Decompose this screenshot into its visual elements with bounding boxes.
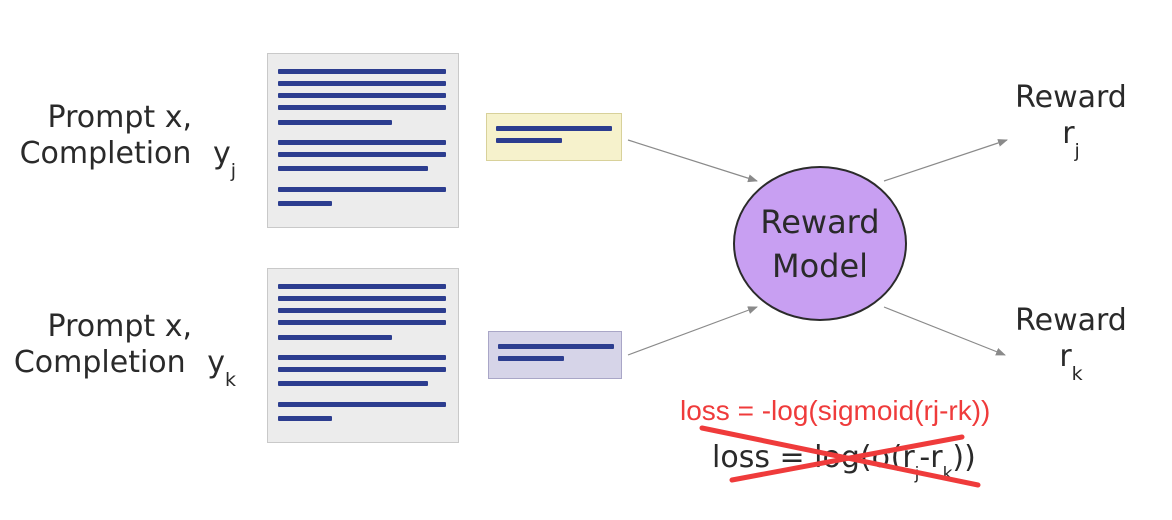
text-line (278, 201, 332, 206)
reward-model-line1: Reward (760, 202, 880, 241)
completion-chip-k (488, 331, 622, 379)
text-line (278, 296, 446, 301)
text-line (278, 166, 428, 171)
completion-text: Completion (13, 345, 186, 380)
completion-subscript: j (230, 160, 236, 182)
text-line (278, 308, 446, 313)
text-line (278, 284, 446, 289)
text-line (278, 120, 392, 125)
text-line (278, 93, 446, 98)
arrow-chip-k-to-model (627, 306, 758, 356)
completion-subscript: k (224, 369, 236, 391)
loss-old-pre: loss = log(σ(r (712, 440, 915, 475)
text-line (278, 355, 446, 360)
reward-var: r (1062, 116, 1075, 151)
completion-var: y (207, 345, 225, 380)
text-line (278, 335, 392, 340)
reward-var: r (1059, 339, 1072, 374)
reward-model-line2: Model (771, 246, 869, 285)
reward-output-k: Reward rk (1008, 303, 1134, 385)
reward-label: Reward (1015, 80, 1127, 115)
strike-line-1 (699, 425, 981, 488)
text-line (278, 416, 332, 421)
document-icon-k (267, 268, 459, 443)
text-line (278, 367, 446, 372)
reward-subscript: k (1071, 363, 1083, 385)
arrow-chip-j-to-model (627, 139, 758, 183)
strike-line-2 (729, 434, 965, 483)
reward-model-node: Reward Model (733, 166, 907, 321)
loss-formula-original: loss = log(σ(rj-rk)) (712, 440, 976, 484)
text-line (278, 320, 446, 325)
input-label-j: Prompt x, Completion yj (0, 100, 236, 182)
arrow-model-to-reward-j (883, 139, 1008, 182)
arrow-model-to-reward-k (883, 306, 1006, 356)
document-icon-j (267, 53, 459, 228)
text-line (278, 402, 446, 407)
loss-old-sub-k: k (942, 464, 953, 484)
reward-label: Reward (1015, 303, 1127, 338)
text-line (278, 105, 446, 110)
text-line (498, 344, 614, 349)
prompt-text: Prompt x, (47, 100, 192, 135)
completion-var: y (212, 136, 231, 171)
text-line (278, 81, 446, 86)
reward-subscript: j (1074, 140, 1080, 162)
text-line (496, 138, 562, 143)
text-line (278, 140, 446, 145)
reward-output-j: Reward rj (1008, 80, 1134, 162)
completion-chip-j (486, 113, 622, 161)
text-line (278, 187, 446, 192)
loss-old-mid: -r (919, 440, 943, 475)
text-line (498, 356, 564, 361)
text-line (278, 381, 428, 386)
loss-old-post: )) (952, 440, 976, 475)
loss-formula-annotation: loss = -log(sigmoid(rj-rk)) (680, 395, 991, 426)
text-line (496, 126, 612, 131)
completion-text: Completion (19, 136, 192, 171)
text-line (278, 69, 446, 74)
text-line (278, 152, 446, 157)
input-label-k: Prompt x, Completion yk (0, 309, 236, 391)
prompt-text: Prompt x, (47, 309, 192, 344)
